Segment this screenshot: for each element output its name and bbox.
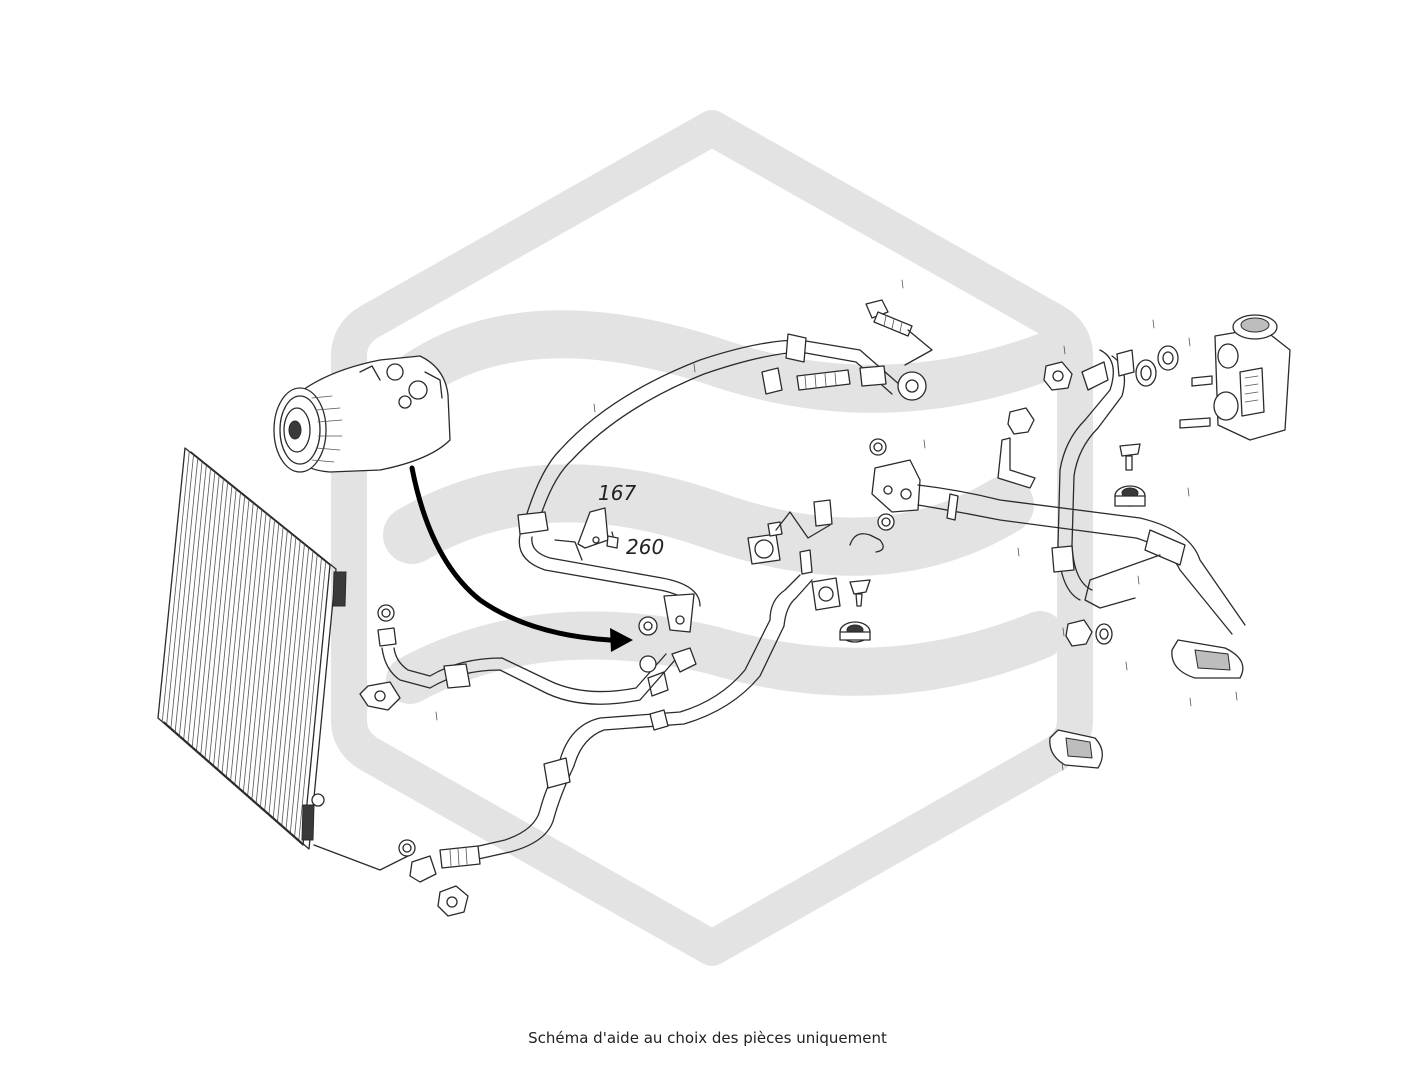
condenser-fins (161, 451, 327, 842)
condenser-fin (225, 502, 254, 779)
ac-compressor (273, 355, 451, 473)
condenser-fin (294, 557, 322, 838)
condenser-fin (204, 485, 233, 760)
diagram-caption: Schéma d'aide au choix des pièces unique… (528, 1029, 887, 1047)
condenser-fin (272, 540, 301, 820)
condenser-fin (191, 475, 220, 749)
condenser-fin (242, 516, 271, 794)
condenser-fin (166, 454, 194, 726)
condenser-fin (255, 526, 284, 805)
bracket-167 (577, 507, 609, 549)
condenser-fin (200, 482, 229, 756)
condenser-fin (247, 519, 275, 797)
hose-bottom (398, 757, 575, 917)
condenser-fin (277, 543, 305, 823)
watermark-logo (331, 110, 1093, 966)
condenser-fin (187, 471, 216, 745)
hose-middle (869, 438, 1246, 635)
leader-ticks (435, 279, 1238, 771)
condenser-fin (298, 561, 327, 842)
bolt-260 (606, 531, 619, 549)
condenser-fin (259, 530, 288, 809)
condenser-fin (178, 464, 207, 738)
condenser-fin (208, 488, 237, 764)
condenser-fin (234, 509, 263, 786)
condenser-fin (268, 537, 297, 816)
callout-260: 260 (626, 535, 664, 559)
condenser-fin (195, 478, 224, 753)
callout-167: 167 (598, 481, 636, 505)
condenser-fin (161, 451, 190, 723)
condenser-fin (170, 457, 199, 730)
bolt-upper (865, 299, 933, 366)
hose-lower-left (359, 604, 697, 711)
condenser-fin (238, 512, 267, 790)
pointer-arrow (409, 465, 633, 652)
small-parts-right (997, 345, 1179, 647)
condenser-fin (251, 523, 280, 801)
condenser-fin (213, 492, 241, 767)
condenser-fin (217, 495, 246, 771)
hose-right (1051, 349, 1135, 601)
fitting-cluster-middle (747, 499, 895, 565)
condenser-fin (289, 554, 318, 835)
hose-lower-center (559, 549, 871, 767)
condenser (157, 447, 411, 871)
condenser-fin (264, 533, 293, 812)
suction-hose-upper (517, 333, 901, 633)
condenser-fin (174, 461, 203, 734)
pressure-sensor-assembly (761, 365, 927, 401)
condenser-fin (230, 506, 258, 782)
condenser-fin (281, 547, 310, 827)
grommets-right (1049, 639, 1244, 769)
condenser-fin (183, 468, 211, 741)
expansion-valve (1179, 314, 1291, 441)
condenser-fin (221, 499, 250, 775)
condenser-fin (285, 550, 314, 831)
